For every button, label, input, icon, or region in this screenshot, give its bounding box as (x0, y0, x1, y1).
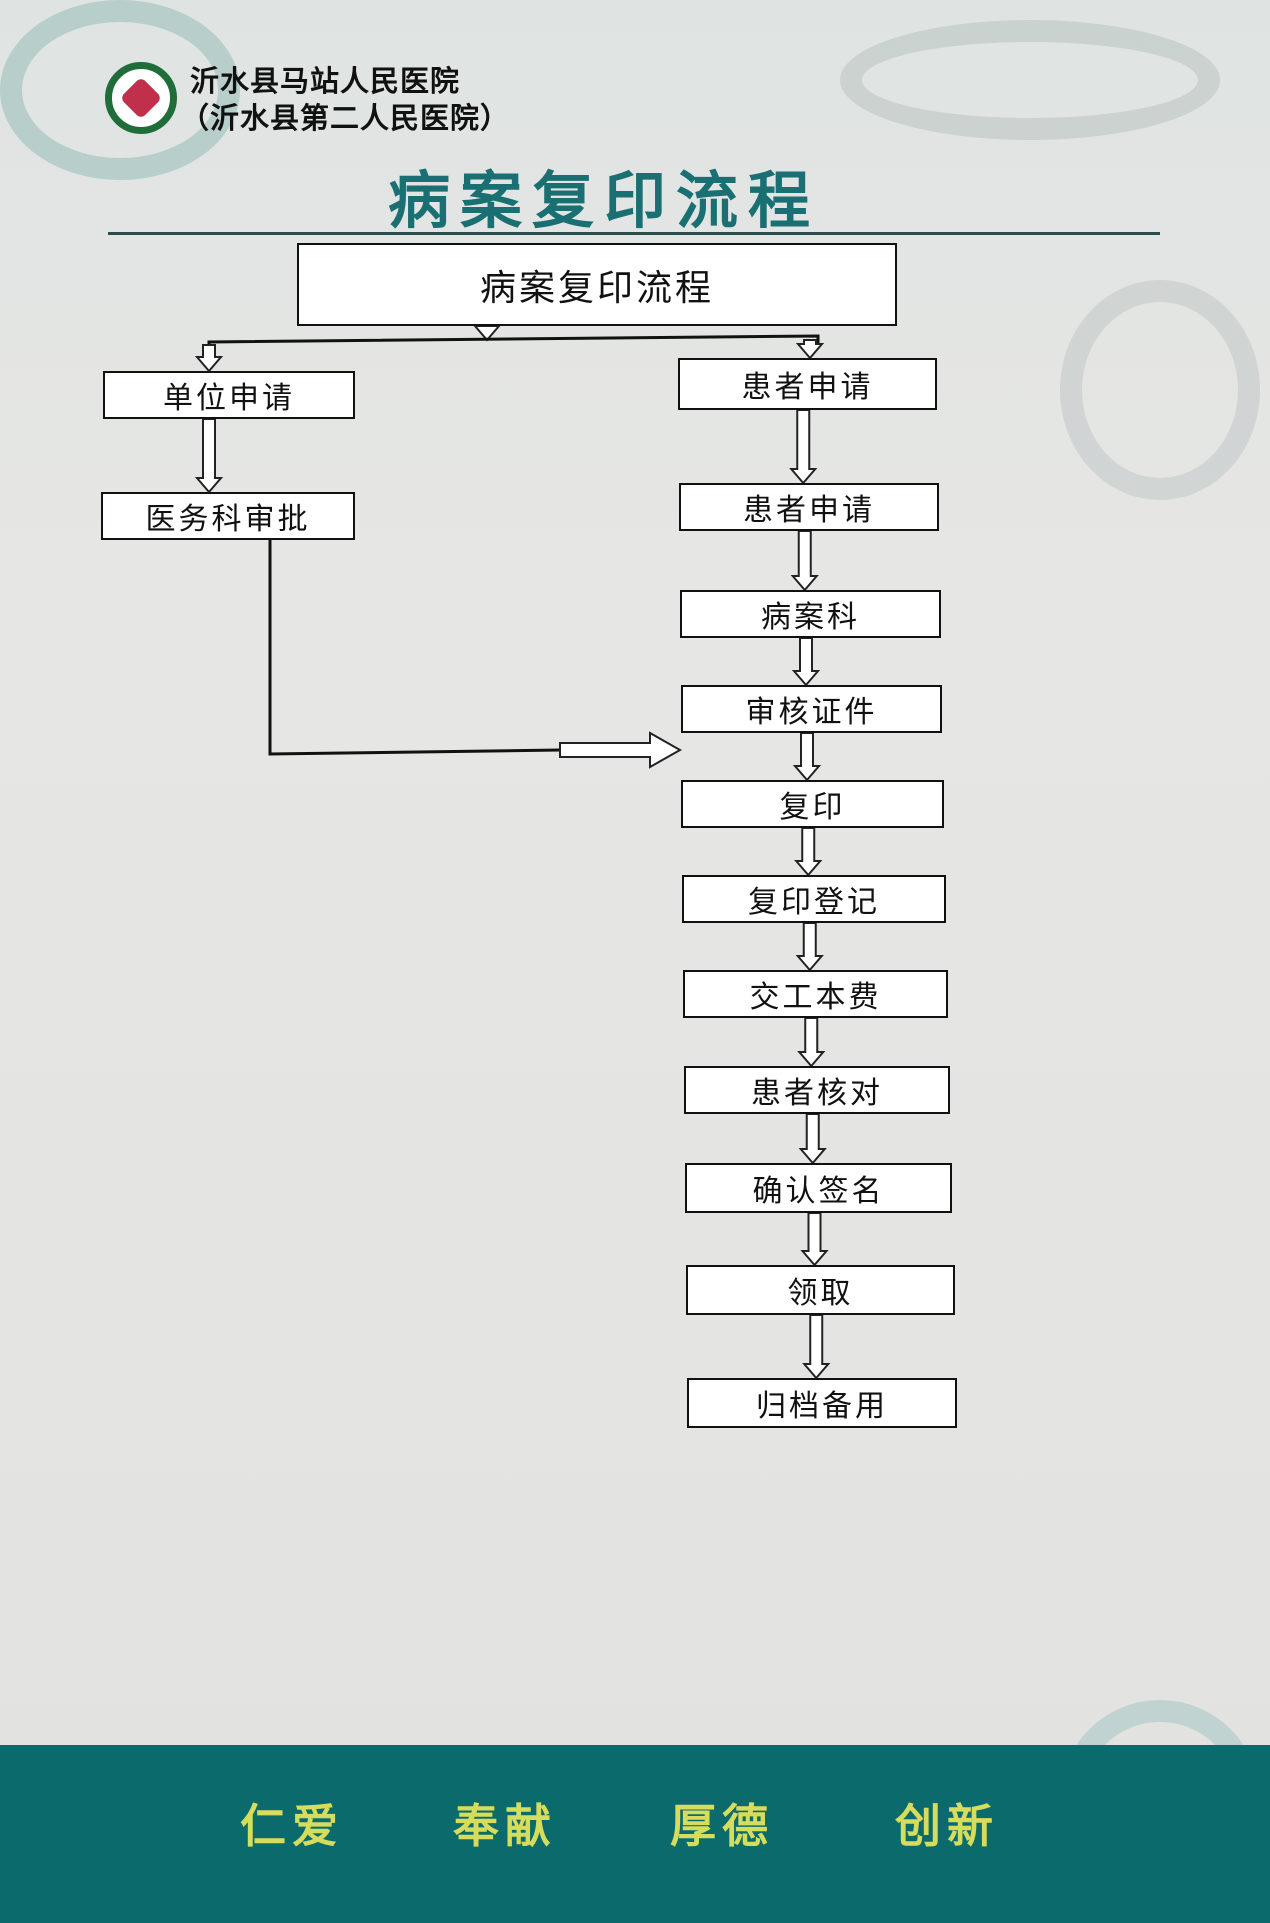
down-arrow (794, 827, 823, 877)
flow-step-right: 患者核对 (684, 1066, 950, 1114)
motto-item: 奉献 (453, 1799, 557, 1853)
flow-step-right: 患者申请 (679, 483, 939, 531)
down-arrow (795, 339, 825, 360)
motto-item: 仁爱 (240, 1799, 344, 1853)
flow-root-box: 病案复印流程 (297, 243, 897, 326)
flow-step-right: 复印 (681, 780, 944, 828)
poster-title: 病案复印流程 (388, 164, 821, 237)
flow-step-right: 确认签名 (685, 1163, 952, 1213)
down-arrow (797, 1017, 826, 1068)
flow-step-unit-apply: 单位申请 (103, 371, 355, 419)
flow-step-right: 领取 (686, 1265, 955, 1315)
connector-line (268, 540, 561, 756)
flow-step-right: 审核证件 (681, 685, 942, 733)
decorative-swirl (840, 20, 1220, 140)
flow-arrows (194, 325, 831, 1380)
flow-step-right: 病案科 (680, 590, 941, 638)
down-arrow (194, 344, 224, 373)
down-arrow (795, 922, 824, 972)
down-arrow (472, 325, 502, 342)
footer-band (0, 1745, 1270, 1923)
motto-item: 厚德 (670, 1799, 774, 1853)
down-arrow (792, 732, 822, 782)
down-arrow (802, 1314, 831, 1380)
flow-step-right: 复印登记 (682, 875, 946, 923)
branch-line (207, 334, 820, 352)
flow-step-right: 归档备用 (687, 1378, 957, 1428)
hospital-logo (105, 62, 177, 134)
down-arrow (798, 1113, 827, 1165)
hospital-alt-name: （沂水县第二人民医院） (180, 101, 511, 135)
down-arrow (791, 637, 821, 687)
down-arrow (790, 530, 819, 592)
down-arrow (800, 1212, 829, 1267)
title-divider (108, 232, 1160, 235)
motto-item: 创新 (895, 1799, 999, 1853)
flow-step-medical-affairs-approval: 医务科审批 (101, 492, 355, 540)
flow-step-right: 患者申请 (678, 358, 937, 410)
down-arrow (194, 418, 224, 494)
flow-step-right: 交工本费 (683, 970, 948, 1018)
hospital-name: 沂水县马站人民医院 (190, 64, 461, 98)
right-arrow (559, 731, 683, 769)
down-arrow (789, 409, 818, 485)
